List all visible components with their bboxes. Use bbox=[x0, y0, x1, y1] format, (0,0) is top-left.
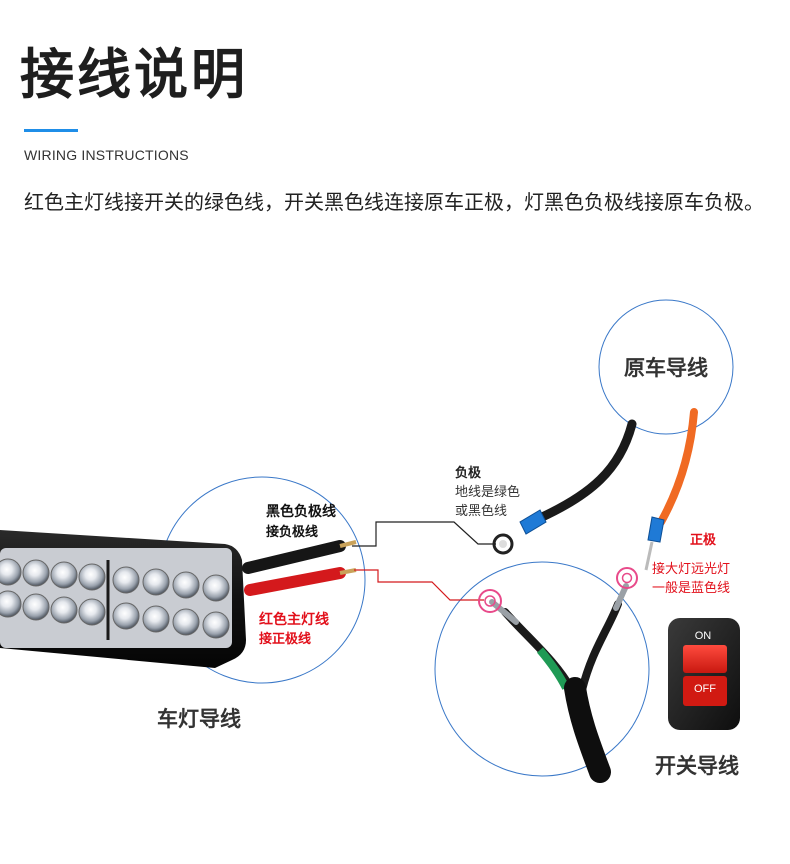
page-title: 接线说明 bbox=[20, 43, 248, 106]
positive-title: 正极 bbox=[690, 532, 717, 548]
instruction-text: 红色主灯线接开关的绿色线，开关黑色线连接原车正极，灯黑色负极线接原车负极。 bbox=[24, 190, 764, 214]
red-main-label-line2: 接正极线 bbox=[259, 631, 311, 647]
switch-on-label: ON bbox=[695, 630, 712, 642]
positive-desc-line2: 一般是蓝色线 bbox=[652, 580, 730, 596]
black-negative-label-line2: 接负极线 bbox=[266, 524, 318, 540]
lamp-black-wire bbox=[242, 540, 346, 574]
original-wire-label: 原车导线 bbox=[624, 356, 708, 380]
negative-desc-line1: 地线是绿色 bbox=[455, 484, 520, 500]
switch-black-wire bbox=[578, 600, 622, 694]
negative-ring-hole bbox=[499, 540, 507, 548]
switch-positive-marker bbox=[478, 589, 502, 613]
switch-black-connector bbox=[613, 583, 629, 611]
red-main-label-line1: 红色主灯线 bbox=[259, 611, 329, 628]
original-wire-circle bbox=[598, 299, 734, 435]
lamp-wire-label: 车灯导线 bbox=[157, 707, 241, 731]
negative-terminal bbox=[519, 509, 547, 535]
original-orange-wire bbox=[657, 408, 698, 526]
positive-callout-line bbox=[354, 569, 484, 601]
lamp-black-tip bbox=[339, 540, 357, 548]
lamp-red-wire bbox=[244, 567, 346, 596]
black-negative-label-line1: 黑色负极线 bbox=[266, 503, 336, 520]
positive-desc-line1: 接大灯远光灯 bbox=[652, 561, 730, 577]
negative-title: 负极 bbox=[455, 465, 482, 481]
original-black-wire bbox=[535, 419, 637, 523]
switch-wire-label: 开关导线 bbox=[655, 754, 739, 778]
positive-terminal bbox=[647, 516, 665, 543]
positive-pin bbox=[644, 541, 654, 571]
rocker-switch: ON OFF bbox=[668, 618, 740, 730]
switch-wire-circle bbox=[434, 561, 650, 777]
lamp-red-tip bbox=[339, 568, 357, 575]
page-subtitle: WIRING INSTRUCTIONS bbox=[24, 147, 189, 163]
title-accent-bar bbox=[24, 129, 78, 132]
negative-callout-line bbox=[352, 521, 496, 547]
led-array bbox=[0, 558, 230, 639]
switch-green-connector bbox=[489, 599, 519, 625]
switch-sheath bbox=[564, 677, 611, 783]
negative-desc-line2: 或黑色线 bbox=[455, 503, 507, 519]
switch-off-label: OFF bbox=[694, 683, 716, 695]
original-positive-marker bbox=[616, 567, 638, 589]
